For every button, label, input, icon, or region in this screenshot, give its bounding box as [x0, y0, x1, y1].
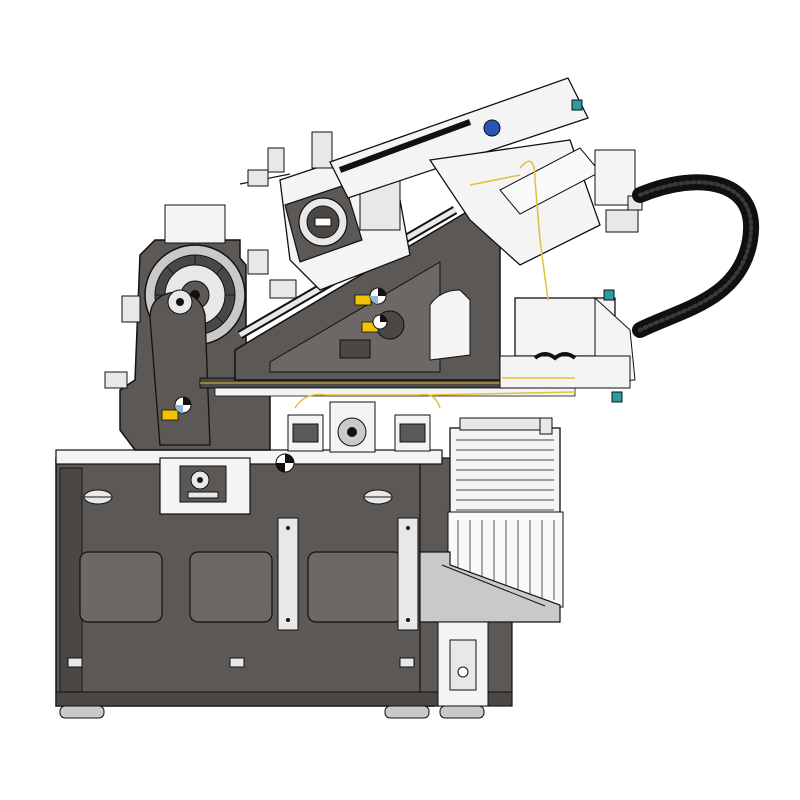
yellow-warning-plate — [361, 314, 388, 333]
upper-arm — [329, 77, 589, 199]
vertical-bracket — [277, 517, 299, 631]
leveling-foot — [384, 705, 430, 719]
motor-bracket — [419, 551, 561, 623]
leveling-foot — [439, 705, 485, 719]
yellow-warning-plate — [161, 396, 192, 421]
target-marker — [275, 453, 295, 473]
wiring-harness — [294, 160, 576, 409]
lifting-handle — [363, 489, 393, 505]
carriage-unit — [287, 414, 324, 452]
electrical-cabinet — [499, 289, 636, 403]
motor-housing — [428, 139, 643, 266]
carriage-spindle — [329, 401, 376, 453]
coolant-hose — [632, 174, 760, 338]
front-fixture — [159, 457, 251, 515]
yellow-warning-plate — [354, 287, 387, 306]
base-access-panel — [189, 551, 273, 623]
vertical-bracket — [397, 517, 419, 631]
support-leg — [437, 621, 489, 707]
base-access-panel — [79, 551, 163, 623]
angled-frame — [234, 198, 501, 381]
base-access-panel — [307, 551, 403, 623]
swing-arm — [149, 289, 211, 446]
carriage-unit — [394, 414, 431, 452]
leveling-foot — [59, 705, 105, 719]
lifting-handle — [83, 489, 113, 505]
